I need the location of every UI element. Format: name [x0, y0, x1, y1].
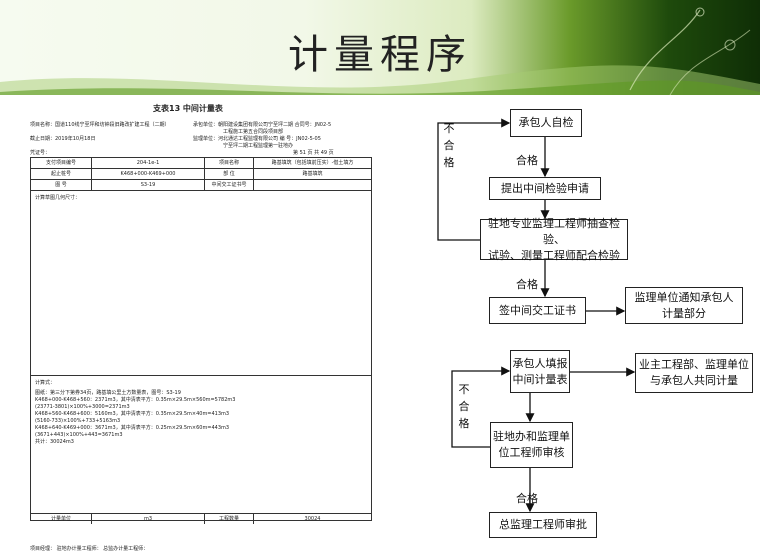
table-cell: 30024 [254, 514, 371, 524]
table-cell: m3 [92, 514, 205, 524]
chief-supervisor-approval-box: 总监理工程师审批 [489, 512, 597, 538]
table-cell: 项目名称 [205, 158, 254, 168]
table-cell: K468+000-K469+000 [92, 169, 205, 179]
measurement-flowchart: 承包人自检 合格 提出中间检验申请 驻地专业监理工程师抽查检验、 试验、测量工程… [380, 97, 760, 555]
formula-area: 计算式： 图纸：第三分下第券34页，路基填公里土方数量表，图号：S3-19 K4… [31, 376, 371, 514]
fail-label: 不合格 [443, 120, 455, 171]
fail-label: 不合格 [458, 381, 470, 432]
box-label: 总监理工程师审批 [499, 517, 587, 533]
table-cell: 起止桩号 [31, 169, 92, 179]
pass-label: 合格 [516, 490, 538, 506]
intermediate-measurement-form: 支表13 中间计量表 项目名称：国道110线宁至坪和坊钟段旧路改扩建工程（二期）… [3, 97, 373, 555]
box-label-line2: 计量部分 [662, 306, 706, 322]
pass-label: 合格 [516, 276, 538, 292]
table-row: 计量单位 m3 工程数量 30024 [31, 514, 371, 524]
formula-lines: 图纸：第三分下第券34页，路基填公里土方数量表，图号：S3-19 K468+00… [35, 390, 235, 446]
supervisor-line2: 宁至坪二期工程监理第一驻地办 [223, 142, 293, 149]
signature-line: 项目经理： 驻地办计量工程师： 总监办计量工程师： [30, 545, 148, 552]
box-label-line1: 业主工程部、监理单位 [639, 357, 749, 373]
formula-line: (23771-3801)×100%+3000=2371m3 [35, 404, 235, 411]
page-info: 第 51 页 共 49 页 [293, 149, 334, 156]
box-label-line1: 承包人填报 [513, 356, 568, 372]
inspection-request-box: 提出中间检验申请 [489, 177, 601, 200]
box-label-line1: 驻地专业监理工程师抽查检验、 [481, 216, 627, 248]
table-cell: 计量单位 [31, 514, 92, 524]
supervisor-line1: 监理单位：河北通达工程监理有限公司 编 号：JN02-5-05 [193, 135, 321, 142]
sketch-area: 计算草图几何尺寸： [31, 191, 371, 376]
interim-handover-certificate-box: 签中间交工证书 [489, 297, 586, 324]
box-label: 签中间交工证书 [499, 303, 576, 319]
formula-line: (3671+443)×100%+443=3671m3 [35, 432, 235, 439]
joint-measurement-box: 业主工程部、监理单位 与承包人共同计量 [635, 353, 753, 393]
formula-line: 图纸：第三分下第券34页，路基填公里土方数量表，图号：S3-19 [35, 390, 235, 397]
slide-title: 计量程序 [0, 22, 760, 80]
supervisor-inspection-box: 驻地专业监理工程师抽查检验、 试验、测量工程师配合检验 [480, 219, 628, 260]
table-cell [254, 180, 371, 190]
formula-line: 共计：30024m3 [35, 439, 235, 446]
contractor-fill-form-box: 承包人填报 中间计量表 [510, 350, 570, 393]
voucher-number: 凭证号： [30, 149, 50, 156]
box-label-line2: 位工程师审核 [499, 445, 565, 461]
pass-label: 合格 [516, 152, 538, 168]
cutoff-date: 截止日期：2019年10月18日 [30, 135, 95, 142]
table-cell: 工程数量 [205, 514, 254, 524]
table-cell: 路基填筑 [254, 169, 371, 179]
table-cell: 路基填筑（包括填前压实）-借土填方 [254, 158, 371, 168]
project-name: 项目名称：国道110线宁至坪和坊钟段旧路改扩建工程（二期） [30, 121, 170, 128]
box-label-line2: 试验、测量工程师配合检验 [488, 248, 620, 264]
resident-office-review-box: 驻地办和监理单 位工程师审核 [490, 422, 573, 468]
formula-line: K468+640-K469+000：3671m3，其中清表平方：0.25m×29… [35, 425, 235, 432]
box-label-line1: 驻地办和监理单 [493, 429, 570, 445]
box-label-line2: 与承包人共同计量 [650, 373, 738, 389]
box-label: 提出中间检验申请 [501, 181, 589, 197]
formula-line: K468+000-K468+560：2371m3，其中清表平方：0.35m×29… [35, 397, 235, 404]
table-row: 支付项目编号 204-1e-1 项目名称 路基填筑（包括填前压实）-借土填方 [31, 158, 371, 169]
form-caption: 支表13 中间计量表 [153, 103, 223, 114]
table-cell: 中间交工证书号 [205, 180, 254, 190]
formula-line: (5160-733)×100%+733+5163m3 [35, 418, 235, 425]
supervisor-notify-box: 监理单位通知承包人 计量部分 [625, 287, 743, 324]
box-label-line2: 中间计量表 [513, 372, 568, 388]
table-cell: 部 位 [205, 169, 254, 179]
flowchart-connectors [380, 97, 760, 555]
table-cell: 204-1e-1 [92, 158, 205, 168]
contractor-line1: 承包单位：朝阳建设集团有限公司宁至坪二期 合同号：JN02-5 [193, 121, 331, 128]
table-cell: 图 号 [31, 180, 92, 190]
formula-line: K468+560-K468+600：5160m3，其中清表平方：0.35m×29… [35, 411, 235, 418]
box-label-line1: 监理单位通知承包人 [635, 290, 734, 306]
contractor-self-check-box: 承包人自检 [510, 109, 582, 137]
formula-title: 计算式： [35, 380, 55, 387]
table-row: 图 号 S3-19 中间交工证书号 [31, 180, 371, 191]
table-cell: S3-19 [92, 180, 205, 190]
sketch-label: 计算草图几何尺寸： [35, 194, 80, 201]
contractor-line2: 工程施工第五合同段项目部 [223, 128, 283, 135]
table-cell: 支付项目编号 [31, 158, 92, 168]
table-row: 起止桩号 K468+000-K469+000 部 位 路基填筑 [31, 169, 371, 180]
form-table: 支付项目编号 204-1e-1 项目名称 路基填筑（包括填前压实）-借土填方 起… [30, 157, 372, 521]
box-label: 承包人自检 [519, 115, 574, 131]
